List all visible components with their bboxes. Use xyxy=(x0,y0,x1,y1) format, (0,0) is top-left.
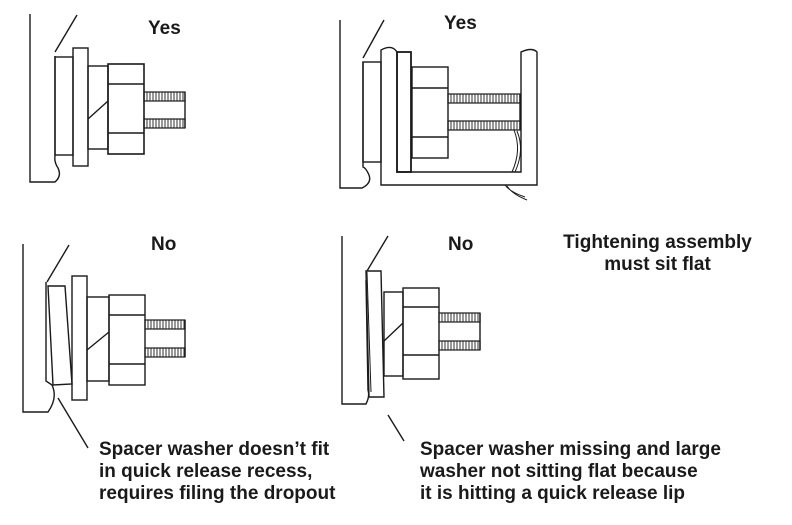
locknut xyxy=(402,287,440,380)
note-left-line-1: Spacer washer doesn’t fit xyxy=(99,439,330,460)
dropout-edge xyxy=(54,14,78,53)
spacer-washer-misaligned xyxy=(47,285,73,386)
hub-axle-bracket xyxy=(380,46,538,186)
note-left-line-2: in quick release recess, xyxy=(99,461,313,482)
note-right-line-1: Spacer washer missing and large xyxy=(420,439,721,460)
headline: Tightening assembly must sit flat xyxy=(545,232,770,276)
cable xyxy=(511,129,521,173)
headline-line-2: must sit flat xyxy=(604,254,711,275)
panel-top-right-drawing xyxy=(339,19,538,201)
large-washer xyxy=(396,51,412,173)
dropout-outline xyxy=(339,20,371,189)
verdict-label-top-right: Yes xyxy=(444,13,477,34)
washer-inner-edge xyxy=(366,271,372,393)
cone-chamfer xyxy=(86,331,110,351)
note-left-line-3: requires filing the dropout xyxy=(99,483,336,504)
note-left: Spacer washer doesn’t fit in quick relea… xyxy=(99,439,335,505)
note-right: Spacer washer missing and large washer n… xyxy=(420,439,721,505)
callout-leader-right xyxy=(387,414,405,442)
cone-chamfer xyxy=(87,100,109,120)
panel-bottom-left-drawing xyxy=(22,244,186,449)
locknut xyxy=(108,294,146,386)
dropout-outline xyxy=(29,14,61,183)
locknut xyxy=(107,63,145,155)
note-right-line-3: it is hitting a quick release lip xyxy=(420,483,686,504)
axle-threads xyxy=(144,319,186,358)
cone xyxy=(87,65,109,150)
verdict-label-top-left: Yes xyxy=(148,18,181,39)
note-right-line-2: washer not sitting flat because xyxy=(420,461,698,482)
panel-top-left-drawing xyxy=(29,14,186,183)
large-washer-tilted xyxy=(365,270,385,398)
dropout-outline xyxy=(341,236,370,405)
panel-bottom-right-drawing xyxy=(341,235,481,442)
axle-threads xyxy=(447,93,521,131)
cone xyxy=(86,296,110,382)
spacer-washer xyxy=(54,56,74,156)
cable-exit xyxy=(504,184,528,201)
spacer-washer xyxy=(362,61,382,163)
locknut xyxy=(411,66,449,159)
cone-chamfer xyxy=(383,322,404,342)
verdict-label-bottom-left: No xyxy=(151,234,177,255)
large-washer xyxy=(71,275,88,401)
callout-leader-left xyxy=(57,397,89,449)
dropout-edge xyxy=(366,235,389,272)
headline-line-1: Tightening assembly xyxy=(563,232,752,253)
verdict-label-bottom-right: No xyxy=(448,234,474,255)
cone xyxy=(383,291,404,377)
dropout-outline xyxy=(22,244,55,413)
dropout-edge xyxy=(46,244,70,283)
dropout-edge xyxy=(362,19,385,59)
axle-threads xyxy=(438,312,481,351)
axle-threads xyxy=(143,91,186,129)
large-washer xyxy=(72,47,89,167)
